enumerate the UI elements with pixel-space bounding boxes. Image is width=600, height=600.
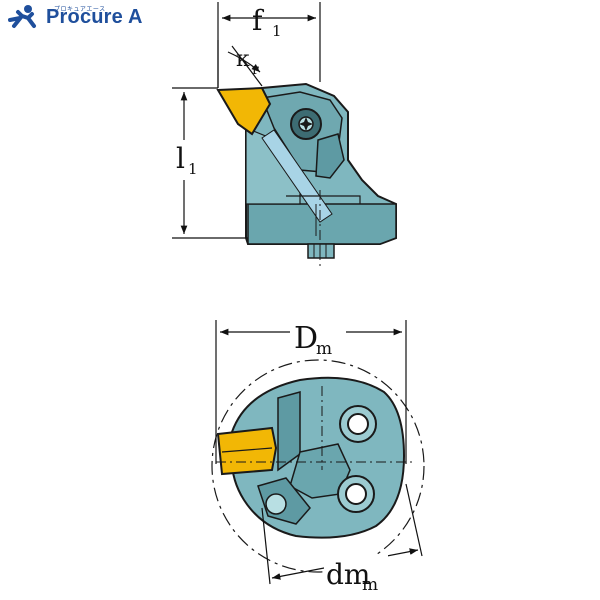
procure-a-logo: Procure A プロキュアエース xyxy=(6,4,143,30)
f1-label: f xyxy=(252,4,265,37)
logo-subtext: プロキュアエース xyxy=(54,7,106,13)
dim-dmm: dm m xyxy=(261,483,423,595)
runner-icon xyxy=(8,5,36,28)
kappa-r-sub-label: r xyxy=(252,62,259,78)
dim-Dm: D m xyxy=(215,316,407,464)
Dm-label: D xyxy=(294,321,318,356)
coolant-channel xyxy=(261,129,333,223)
coupling-stub xyxy=(307,243,335,259)
kappa-r-label: κ xyxy=(236,47,250,72)
front-view xyxy=(211,359,425,573)
dim-l1: l 1 xyxy=(172,87,248,239)
dmm-label: dm xyxy=(326,558,370,591)
bolt-hole-bottom xyxy=(337,475,375,513)
l1-sub-label: 1 xyxy=(188,160,198,178)
side-view xyxy=(216,82,397,268)
dmm-sub-label: m xyxy=(362,575,378,595)
l1-label: l xyxy=(176,142,185,175)
dim-f1: f 1 xyxy=(217,2,321,88)
Dm-sub-label: m xyxy=(316,339,332,359)
insert-front xyxy=(216,426,278,476)
logo-text: Procure A xyxy=(46,6,143,28)
bolt-hole-top xyxy=(339,405,377,443)
dim-kappa-r: κ r xyxy=(217,40,263,88)
f1-sub-label: 1 xyxy=(272,22,282,40)
insert-side xyxy=(216,86,272,136)
